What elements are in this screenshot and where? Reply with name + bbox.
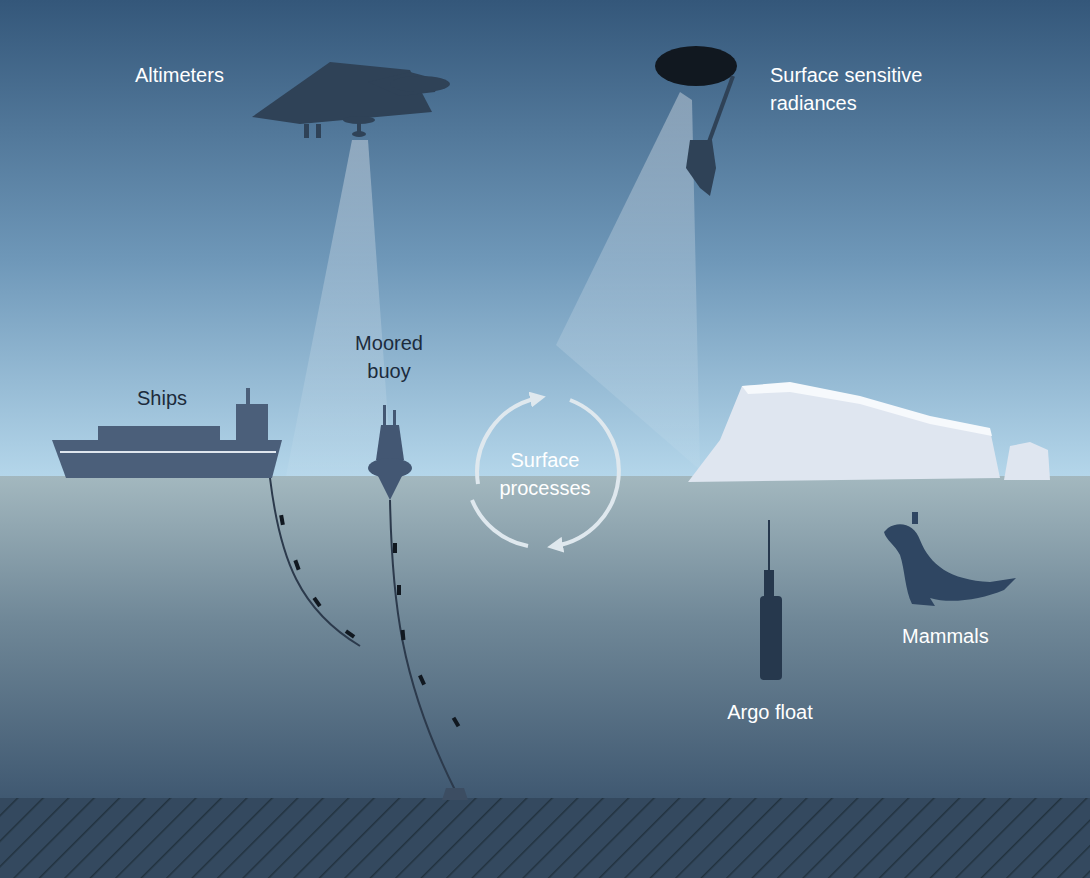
anchor	[442, 788, 468, 800]
altimeter-satellite	[252, 62, 450, 138]
sensor	[312, 597, 321, 607]
sea	[0, 476, 1090, 800]
sensor	[279, 515, 285, 526]
radiometer-satellite	[655, 46, 737, 196]
sky	[0, 0, 1090, 476]
sensor	[393, 543, 397, 553]
cycle-arrows	[472, 398, 619, 546]
mooring-line	[390, 500, 455, 790]
seabed	[0, 798, 1090, 878]
part-label: Mammals	[902, 622, 1022, 650]
part-label: Altimeters	[135, 61, 295, 89]
sensor	[452, 717, 460, 728]
part-label: Moored buoy	[334, 329, 444, 385]
seal	[884, 512, 1016, 606]
sensor	[397, 585, 401, 595]
ship-cable	[270, 478, 360, 646]
part-label: Surface sensitive radiances	[770, 61, 945, 117]
part-label: Argo float	[700, 698, 840, 726]
sensor	[418, 675, 426, 686]
iceberg	[688, 382, 1050, 482]
radiance-beam	[556, 92, 700, 470]
altimeter-beam	[286, 140, 392, 476]
sensor	[401, 630, 406, 640]
cable-sensors	[279, 515, 355, 639]
sensor	[293, 560, 300, 571]
moored-buoy	[368, 405, 412, 500]
part-label: Surface processes	[480, 446, 610, 502]
mooring-sensors	[393, 543, 460, 727]
argo-float	[760, 520, 782, 680]
part-label: Ships	[137, 384, 217, 412]
sensor	[345, 629, 355, 638]
